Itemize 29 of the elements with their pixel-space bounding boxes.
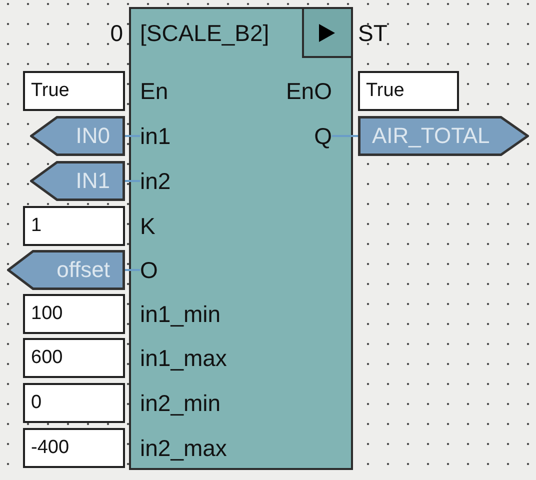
pin-label: Q <box>314 123 332 149</box>
constant-value-box: -400 <box>23 428 125 468</box>
connector-line <box>125 269 140 271</box>
pin-label: in2 <box>140 168 171 194</box>
pin-label: in1_min <box>140 301 221 327</box>
pin-label: O <box>140 257 158 283</box>
pin-label: En <box>140 78 168 104</box>
constant-value-box: 0 <box>23 383 125 423</box>
variable-tag: IN0 <box>30 116 125 156</box>
pin-label: in2_min <box>140 390 221 416</box>
button-caption: ST <box>358 20 388 46</box>
function-block <box>129 7 353 470</box>
connector-line <box>125 180 140 182</box>
pin-label: in1_max <box>140 345 227 371</box>
constant-value-box: 100 <box>23 294 125 334</box>
execution-order-number: 0 <box>110 20 123 46</box>
constant-value-box: 1 <box>23 206 125 246</box>
pin-label: EnO <box>286 78 332 104</box>
variable-tag: IN1 <box>30 161 125 201</box>
connector-line <box>125 135 140 137</box>
block-title: [SCALE_B2] <box>140 20 270 46</box>
constant-value-box: True <box>358 71 459 111</box>
variable-tag: offset <box>7 250 125 290</box>
pin-label: K <box>140 213 156 239</box>
variable-tag: AIR_TOTAL <box>358 116 529 156</box>
constant-value-box: True <box>23 71 125 111</box>
pin-label: in2_max <box>140 435 227 461</box>
pin-label: in1 <box>140 123 171 149</box>
constant-value-box: 600 <box>23 338 125 378</box>
